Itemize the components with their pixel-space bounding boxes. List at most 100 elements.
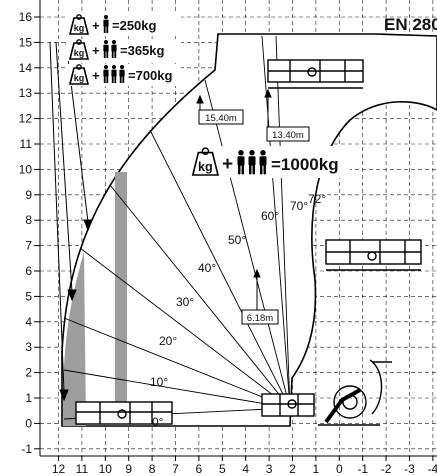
person-icon bbox=[119, 65, 125, 83]
big-load-label: kg + =1000kg bbox=[188, 146, 350, 178]
weight-icon bbox=[68, 42, 90, 60]
x-tick-label: 10 bbox=[99, 462, 113, 476]
y-tick-label: 16 bbox=[19, 10, 33, 24]
weight-icon bbox=[68, 17, 90, 35]
person-icon bbox=[248, 150, 256, 175]
dim-label-618: 6.18m bbox=[247, 313, 273, 324]
standard-label: EN 280 bbox=[384, 15, 437, 34]
load-legend-row: kg + =250kg bbox=[66, 14, 181, 36]
y-tick-label: 5 bbox=[25, 289, 32, 303]
angle-line-72 bbox=[275, 35, 291, 409]
x-tick-label: -3 bbox=[404, 462, 415, 476]
angle-line-30 bbox=[79, 247, 291, 409]
person-icon bbox=[103, 65, 109, 83]
x-tick-label: 8 bbox=[149, 462, 156, 476]
x-tick-label: 9 bbox=[125, 462, 132, 476]
y-tick-label: 14 bbox=[19, 61, 33, 75]
load-legend-text: =365kg bbox=[120, 43, 165, 58]
angle-label-20: 20° bbox=[159, 334, 177, 348]
load-legend-row: kg + =700kg bbox=[66, 64, 181, 86]
x-tick-label: 2 bbox=[289, 462, 296, 476]
platform-top bbox=[267, 59, 364, 89]
svg-text:kg: kg bbox=[198, 160, 213, 174]
angle-line-50 bbox=[149, 129, 291, 409]
weight-icon bbox=[191, 151, 220, 176]
working-envelope bbox=[61, 33, 437, 427]
svg-text:kg: kg bbox=[74, 73, 85, 83]
dim-box-1540 bbox=[198, 109, 244, 125]
angle-label-70: 70° bbox=[290, 199, 308, 213]
x-tick-label: 4 bbox=[242, 462, 249, 476]
y-tick-label: 11 bbox=[20, 137, 33, 151]
svg-text:kg: kg bbox=[74, 23, 85, 33]
x-tick-label: 12 bbox=[52, 462, 66, 476]
angle-label-40: 40° bbox=[198, 261, 216, 275]
y-tick-label: 10 bbox=[19, 162, 33, 176]
load-legend-row: kg + =365kg bbox=[66, 39, 181, 61]
x-tick-label: 7 bbox=[172, 462, 179, 476]
platform-stowed bbox=[261, 393, 315, 417]
platform-low bbox=[75, 401, 173, 425]
platform-right bbox=[325, 239, 422, 271]
x-tick-label: -4 bbox=[428, 462, 437, 476]
person-icon bbox=[259, 150, 267, 175]
y-tick-label: 6 bbox=[25, 264, 32, 278]
weight-icon bbox=[68, 67, 90, 85]
x-tick-label: -2 bbox=[381, 462, 392, 476]
person-icon bbox=[111, 65, 117, 83]
big-load-text: =1000kg bbox=[271, 155, 339, 174]
x-tick-label: 11 bbox=[76, 462, 89, 476]
y-tick-label: 4 bbox=[25, 315, 32, 329]
svg-text:+: + bbox=[92, 43, 100, 58]
svg-text:+: + bbox=[222, 154, 233, 175]
y-tick-label: 15 bbox=[19, 35, 33, 49]
y-tick-label: 1 bbox=[25, 391, 32, 405]
angle-label-50: 50° bbox=[228, 233, 246, 247]
y-tick-label: 7 bbox=[25, 239, 32, 253]
angle-label-72: 72° bbox=[308, 192, 326, 206]
y-tick-label: -1 bbox=[21, 442, 32, 456]
x-tick-label: 5 bbox=[219, 462, 226, 476]
person-icon bbox=[237, 150, 245, 175]
svg-text:+: + bbox=[92, 18, 100, 33]
x-tick-label: -1 bbox=[357, 462, 368, 476]
load-legend: kg + =250kg kg + =365kg kg + =700kg bbox=[66, 14, 181, 86]
dim-box-618 bbox=[241, 309, 279, 325]
angle-line-70 bbox=[261, 35, 291, 409]
y-tick-label: 12 bbox=[19, 112, 33, 126]
y-tick-label: 0 bbox=[25, 416, 32, 430]
x-tick-label: 3 bbox=[266, 462, 273, 476]
person-icon bbox=[111, 40, 117, 58]
svg-text:+: + bbox=[92, 68, 100, 83]
y-tick-label: 9 bbox=[25, 188, 32, 202]
machine-chassis bbox=[318, 359, 392, 426]
y-tick-label: 13 bbox=[19, 86, 33, 100]
angle-label-0: 0° bbox=[152, 415, 164, 429]
person-icon bbox=[103, 40, 109, 58]
angle-line-10 bbox=[63, 369, 291, 409]
y-tick-label: 8 bbox=[25, 213, 32, 227]
load-legend-text: =250kg bbox=[112, 18, 157, 33]
dim-label-1340: 13.40m bbox=[272, 130, 304, 141]
svg-text:kg: kg bbox=[74, 48, 85, 58]
dim-label-1540: 15.40m bbox=[205, 113, 237, 124]
angle-line-60 bbox=[204, 79, 291, 409]
dim-box-1340 bbox=[266, 126, 310, 142]
angle-label-30: 30° bbox=[176, 295, 194, 309]
angle-line-20 bbox=[63, 317, 291, 409]
gray-zone-outer bbox=[63, 252, 86, 426]
angle-label-60: 60° bbox=[261, 209, 279, 223]
y-tick-label: 3 bbox=[25, 340, 32, 354]
y-tick-label: 2 bbox=[25, 366, 32, 380]
angle-label-10: 10° bbox=[150, 375, 168, 389]
x-tick-label: 0 bbox=[336, 462, 343, 476]
load-legend-text: =700kg bbox=[128, 68, 173, 83]
gray-zone-column bbox=[115, 172, 127, 414]
x-tick-label: 1 bbox=[313, 462, 320, 476]
angle-line-40 bbox=[109, 184, 291, 409]
x-tick-label: 6 bbox=[196, 462, 203, 476]
person-icon bbox=[103, 15, 109, 33]
